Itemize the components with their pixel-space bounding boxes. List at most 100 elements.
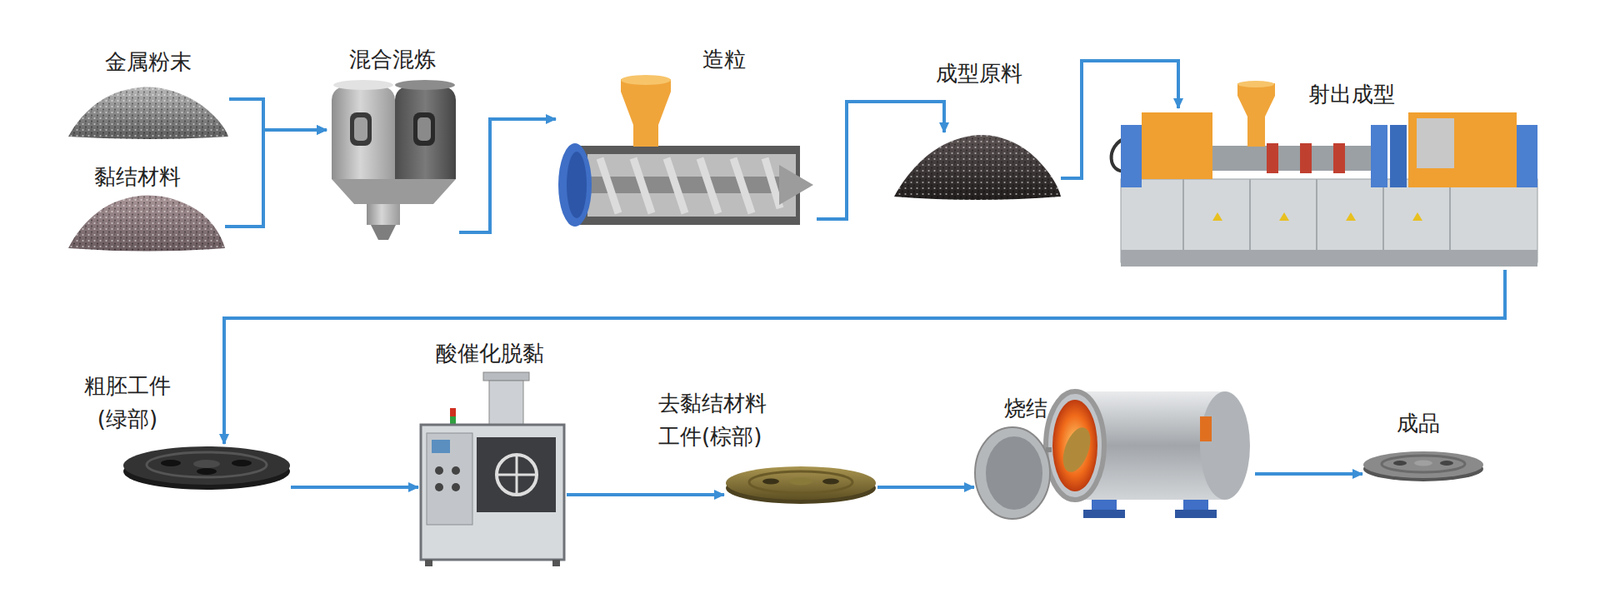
sintering-furnace <box>1045 391 1105 500</box>
feedstock-pile <box>894 135 1061 200</box>
binder-pile <box>68 195 225 252</box>
green-part <box>193 460 220 469</box>
stage-label: 成品 <box>1396 411 1440 435</box>
mixer-illustration <box>417 117 431 141</box>
debinding-furnace <box>435 483 444 492</box>
injection-machine <box>1416 118 1455 169</box>
feedstock-pile <box>894 135 1061 200</box>
debinding-furnace <box>450 408 456 417</box>
debinding-furnace <box>496 455 537 495</box>
debinding-furnace <box>483 372 530 381</box>
injection-machine <box>1300 143 1312 174</box>
process-stage: 去黏结材料 工件(棕部) <box>724 464 878 505</box>
injection-machine <box>1212 145 1371 171</box>
finished-part <box>1363 451 1484 479</box>
granulator-illustration <box>566 151 587 219</box>
injection-machine <box>1120 250 1538 267</box>
binder-pile <box>68 195 225 252</box>
debinding-furnace <box>425 560 433 567</box>
mixer-illustration <box>370 225 396 240</box>
injection-machine <box>1333 143 1345 174</box>
process-stage: 成品 <box>1362 449 1485 485</box>
injection-machine <box>1370 125 1388 188</box>
mixer-illustration <box>333 80 394 90</box>
finished-part <box>1381 455 1465 473</box>
debinding-furnace <box>489 380 524 430</box>
flow-arrow <box>1255 472 1363 476</box>
sintering-furnace <box>985 436 1043 510</box>
injection-machine <box>1141 112 1213 180</box>
injection-machine <box>1408 112 1517 188</box>
process-stage: 烧结 <box>974 377 1255 520</box>
granulator-illustration <box>558 143 592 227</box>
green-part <box>123 446 290 485</box>
debinding-furnace <box>451 483 460 492</box>
injection-machine <box>1111 80 1538 267</box>
stage-label: 金属粉末 <box>105 50 192 74</box>
stage-label: 混合混炼 <box>349 47 436 71</box>
stage-label: 粗胚工件 (绿部) <box>69 369 186 436</box>
flow-arrow <box>877 485 975 490</box>
green-part <box>196 468 217 475</box>
stage-label: 酸催化脱黏 <box>435 341 545 365</box>
finished-part <box>1393 460 1407 466</box>
finished-part <box>1414 460 1433 467</box>
feedstock-pile <box>894 135 1061 200</box>
flow-arrow <box>459 119 556 233</box>
flow-arrow <box>225 130 327 227</box>
granulator-illustration <box>620 79 671 147</box>
brown-part <box>749 471 853 494</box>
mixer-illustration <box>331 80 456 240</box>
debinding-furnace <box>451 466 460 475</box>
flow-arrow <box>566 493 725 497</box>
green-part <box>160 460 181 467</box>
debinding-furnace <box>476 437 556 513</box>
debinding-furnace <box>435 466 444 475</box>
stage-label: 去黏结材料 工件(棕部) <box>658 386 809 454</box>
finished-part <box>1363 451 1484 482</box>
brown-part <box>822 479 840 485</box>
mixer-illustration <box>350 112 372 146</box>
stage-label: 成型原料 <box>935 61 1023 85</box>
brown-part <box>725 466 876 500</box>
green-part <box>146 452 267 478</box>
stage-label: 黏结材料 <box>94 165 181 189</box>
process-stage: 黏结材料 <box>66 194 225 250</box>
debinding-furnace <box>426 433 473 525</box>
sintering-furnace <box>1052 400 1098 492</box>
debinding-furnace <box>431 440 450 454</box>
debinding-furnace <box>420 425 565 560</box>
stage-label: 射出成型 <box>1308 82 1395 106</box>
flow-arrow <box>224 270 1505 445</box>
flow-arrow <box>1060 60 1179 179</box>
injection-machine <box>1120 125 1142 188</box>
injection-machine <box>1516 125 1538 188</box>
debinding-furnace <box>420 372 565 567</box>
sintering-furnace <box>1200 391 1250 500</box>
stage-label: 造粒 <box>702 47 746 71</box>
process-stage: 酸催化脱黏 <box>418 372 567 567</box>
granulator-illustration <box>587 154 796 217</box>
mixer-illustration <box>395 80 455 90</box>
granulator-illustration <box>779 165 814 205</box>
metal-powder-pile <box>68 86 229 140</box>
process-stage: 粗胚工件 (绿部) <box>122 444 291 490</box>
flow-arrow <box>290 485 419 490</box>
mixer-illustration <box>354 117 368 141</box>
sintering-furnace <box>1200 416 1212 442</box>
flow-arrow <box>816 101 945 220</box>
green-part <box>123 446 290 490</box>
stage-label: 烧结 <box>1004 396 1048 420</box>
flow-arrow <box>229 99 327 130</box>
injection-machine <box>1266 143 1279 174</box>
mixer-illustration <box>366 204 400 225</box>
debinding-furnace <box>552 560 560 567</box>
granulator-illustration <box>620 75 671 85</box>
injection-machine <box>1183 179 1450 250</box>
process-stage: 射出成型 <box>1117 108 1541 270</box>
process-stage: 混合混炼 <box>326 76 460 245</box>
sintering-furnace <box>1083 510 1125 519</box>
sintering-furnace <box>975 427 1050 520</box>
granulator-illustration <box>587 176 781 194</box>
